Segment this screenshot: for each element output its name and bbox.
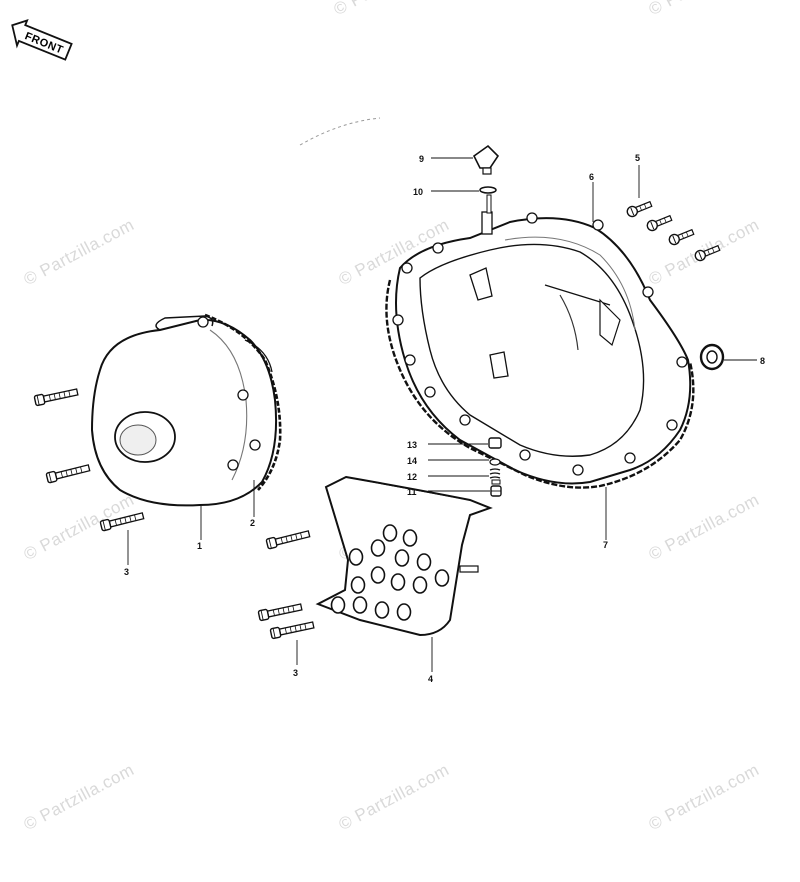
callout-9: 9: [419, 154, 424, 164]
callout-3: 3: [293, 668, 298, 678]
screw: [693, 242, 722, 263]
oil-seal: [699, 343, 725, 371]
callout-2: 2: [250, 518, 255, 528]
guard-plate: [315, 475, 493, 637]
screw: [645, 212, 674, 233]
bolt: [257, 601, 303, 622]
callout-12: 12: [407, 472, 417, 482]
callout-4: 4: [428, 674, 433, 684]
callout-10: 10: [413, 187, 423, 197]
right-engine-cover: [392, 194, 692, 485]
callout-6: 6: [589, 172, 594, 182]
bolt: [269, 619, 315, 640]
callout-11: 11: [407, 487, 417, 497]
right-cover-gasket: [385, 279, 695, 489]
screw: [667, 226, 696, 247]
hidden-line: [299, 117, 381, 146]
bolt: [99, 510, 145, 532]
callout-7: 7: [603, 540, 608, 550]
callout-1: 1: [197, 541, 202, 551]
callout-8: 8: [760, 356, 765, 366]
callout-13: 13: [407, 440, 417, 450]
plug-stack: [488, 437, 502, 497]
callout-5: 5: [635, 153, 640, 163]
left-cover-gasket: [204, 313, 282, 491]
bolt: [33, 386, 79, 407]
leader-lines: [127, 157, 757, 672]
bolt: [45, 462, 91, 484]
screw: [625, 198, 654, 219]
callout-14: 14: [407, 456, 417, 466]
filler-cap: [472, 144, 500, 175]
o-ring: [479, 186, 497, 194]
left-engine-cover: [90, 315, 278, 507]
bolt: [265, 528, 311, 550]
front-direction-label: FRONT: [11, 19, 73, 61]
callout-3: 3: [124, 567, 129, 577]
